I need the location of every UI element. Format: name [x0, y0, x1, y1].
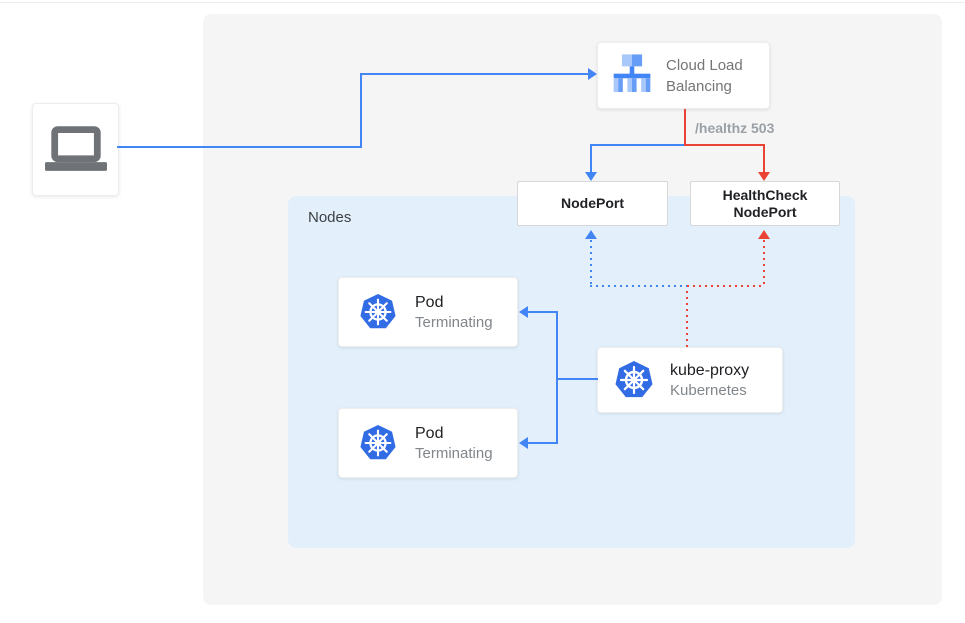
healthz-annotation: /healthz 503 [695, 120, 775, 136]
kubeproxy-to-pods-line-h [557, 378, 598, 380]
kubernetes-icon [615, 361, 653, 398]
kubeproxy-to-healthcheck-dotted-h [687, 285, 764, 287]
pod-node-2: Pod Terminating [338, 408, 518, 478]
client-to-lb-line-v [360, 73, 362, 148]
dotted-nodeport-arrowhead [585, 230, 597, 239]
laptop-icon [44, 126, 107, 171]
cloud-load-balancing-label: Cloud Load Balancing [666, 56, 743, 95]
kubeproxy-to-healthcheck-dotted-v [763, 240, 765, 286]
lb-healthcheck-line-h [684, 144, 765, 146]
kubeproxy-to-nodeport-dotted-v [590, 240, 592, 286]
lb-healthcheck-line-v1 [684, 109, 686, 146]
client-to-lb-line-h2 [360, 73, 588, 75]
pod-title: Pod [415, 424, 444, 442]
kubernetes-icon [360, 424, 396, 460]
kubeproxy-to-nodeport-dotted-h [590, 285, 687, 287]
cloud-load-balancing-node: Cloud Load Balancing [597, 42, 770, 109]
kubeproxy-to-pod1-line-h [528, 311, 557, 313]
client-to-lb-line-h1 [117, 146, 362, 148]
pod-status: Terminating [415, 444, 493, 462]
pod1-arrowhead [519, 306, 528, 318]
pod-title: Pod [415, 293, 444, 311]
kubeproxy-to-pod2-line-h [528, 442, 557, 444]
kube-proxy-node: kube-proxy Kubernetes [597, 347, 783, 413]
pod2-arrowhead [519, 437, 528, 449]
pod-node-1: Pod Terminating [338, 277, 518, 347]
load-balancer-icon [613, 54, 651, 92]
top-divider [0, 2, 965, 3]
dotted-healthcheck-arrowhead [758, 230, 770, 239]
nodeport-label: NodePort [561, 195, 624, 211]
kube-proxy-title: kube-proxy [670, 361, 750, 379]
nodes-label: Nodes [308, 209, 352, 226]
lb-nodeport-line-v [590, 144, 592, 172]
nodeport-node: NodePort [517, 181, 668, 226]
client-to-lb-arrowhead [588, 68, 597, 80]
healthcheck-nodeport-label-line2: NodePort [733, 203, 797, 220]
lb-to-healthcheck-arrowhead [758, 172, 770, 181]
kubernetes-icon [360, 293, 396, 329]
lb-healthcheck-line-v2 [763, 144, 765, 172]
kube-proxy-subtitle: Kubernetes [670, 381, 747, 399]
lb-nodeport-line-h [590, 144, 684, 146]
healthcheck-nodeport-label-line1: HealthCheck [722, 186, 808, 203]
client-node [32, 103, 119, 196]
pod-status: Terminating [415, 313, 493, 331]
kubeproxy-to-pods-line-v [556, 311, 558, 444]
healthcheck-nodeport-node: HealthCheck NodePort [690, 181, 840, 226]
kubeproxy-dotted-stem [686, 285, 688, 347]
lb-to-nodeport-arrowhead [585, 172, 597, 181]
